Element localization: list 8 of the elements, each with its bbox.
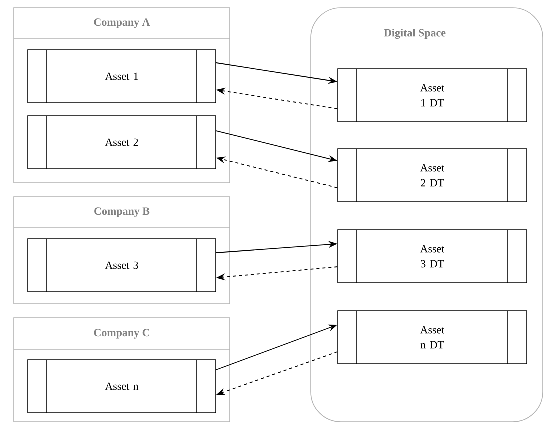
- process-box: Asset n: [28, 360, 216, 414]
- process-box: Asset n DT: [338, 310, 528, 364]
- process-box: Asset 1 DT: [338, 68, 528, 122]
- process-box: Asset 2: [28, 116, 216, 170]
- process-box: Asset 2 DT: [338, 148, 528, 202]
- process-box: Asset 3 DT: [338, 230, 528, 284]
- process-box: Asset 3: [28, 238, 216, 292]
- process-box: Asset 1: [28, 50, 216, 104]
